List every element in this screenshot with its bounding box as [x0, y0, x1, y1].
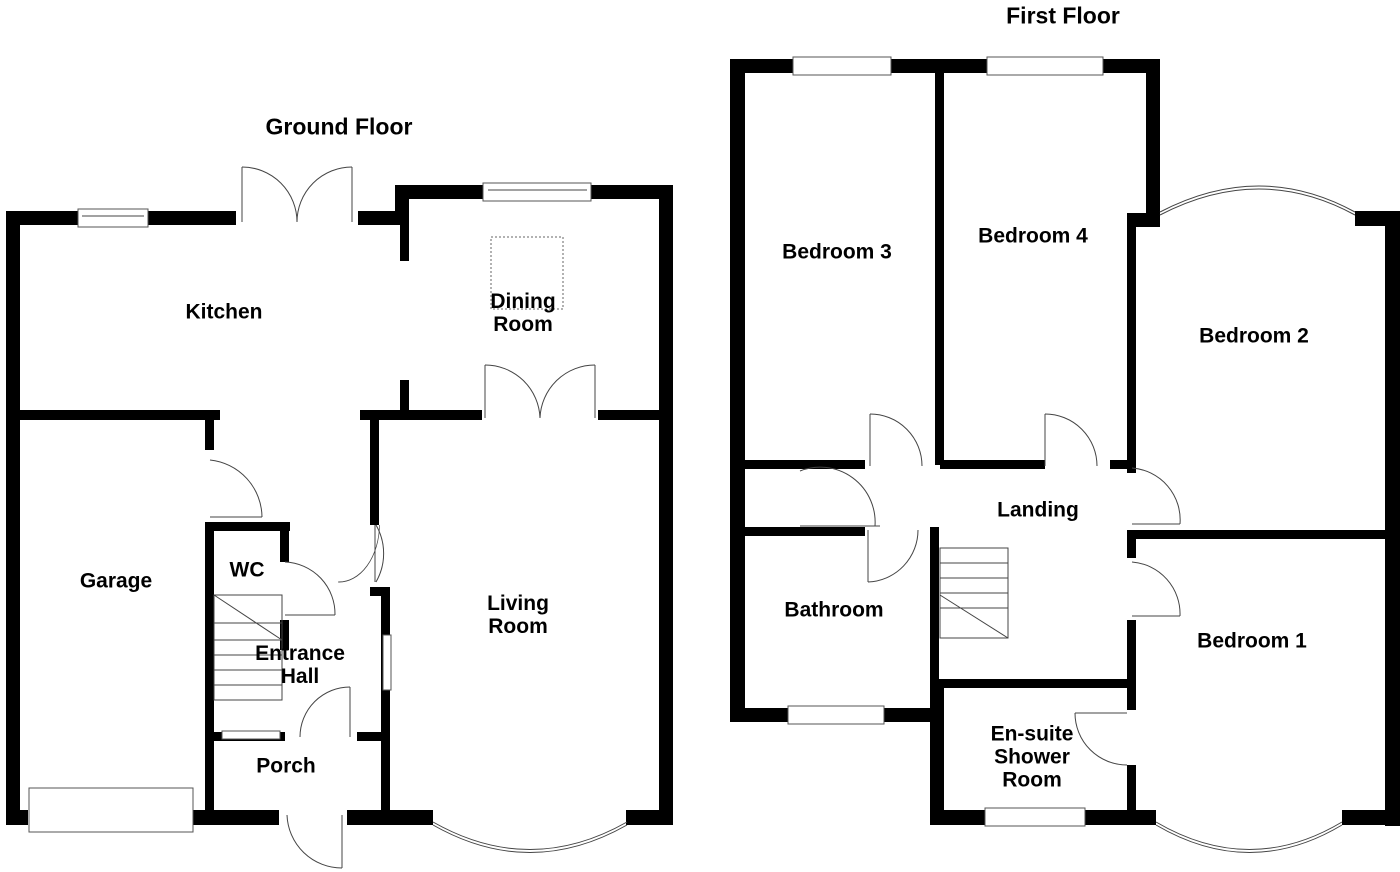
- room-label-porch: Porch: [256, 754, 316, 778]
- door-icon: [799, 466, 880, 527]
- garage-door: [28, 787, 194, 833]
- room-label-kitchen: Kitchen: [185, 300, 263, 324]
- ground-floor-plan: [6, 166, 673, 869]
- room-label-bedroom-4: Bedroom 4: [978, 224, 1088, 248]
- door-icon: [867, 529, 919, 583]
- door-icon: [1131, 467, 1181, 525]
- room-label-garage: Garage: [79, 569, 153, 593]
- door-icon: [1131, 561, 1181, 617]
- window: [482, 182, 592, 202]
- front-door-icon: [286, 814, 343, 869]
- room-label-living-room: Living Room: [487, 592, 549, 638]
- room-label-ensuite-shower-room: En-suite Shower Room: [990, 722, 1074, 792]
- french-door-icon: [241, 166, 353, 223]
- ground-floor-title: Ground Floor: [265, 113, 413, 140]
- stairs-icon: [213, 594, 283, 701]
- room-label-wc: WC: [229, 558, 265, 582]
- french-door-icon: [484, 364, 596, 419]
- skylight: [490, 236, 564, 310]
- door-icon: [338, 524, 385, 583]
- room-label-bedroom-1: Bedroom 1: [1197, 629, 1307, 653]
- door-icon: [869, 413, 923, 467]
- room-label-bedroom-2: Bedroom 2: [1199, 324, 1309, 348]
- window: [77, 208, 149, 228]
- stairs-icon: [939, 547, 1009, 639]
- first-floor-title: First Floor: [1006, 2, 1120, 29]
- room-label-bathroom: Bathroom: [784, 598, 884, 622]
- door-icon: [209, 459, 263, 518]
- room-label-entrance-hall: Entrance Hall: [255, 642, 345, 688]
- window: [787, 705, 885, 725]
- window: [792, 56, 892, 76]
- room-label-dining-room: Dining Room: [490, 290, 556, 336]
- door-icon: [284, 561, 336, 616]
- room-label-landing: Landing: [997, 498, 1079, 522]
- window: [984, 807, 1086, 827]
- window: [986, 56, 1104, 76]
- door-icon: [1044, 413, 1098, 467]
- room-label-bedroom-3: Bedroom 3: [782, 240, 892, 264]
- door-icon: [1074, 712, 1128, 766]
- first-floor-plan: [730, 56, 1400, 853]
- door-icon: [299, 686, 351, 738]
